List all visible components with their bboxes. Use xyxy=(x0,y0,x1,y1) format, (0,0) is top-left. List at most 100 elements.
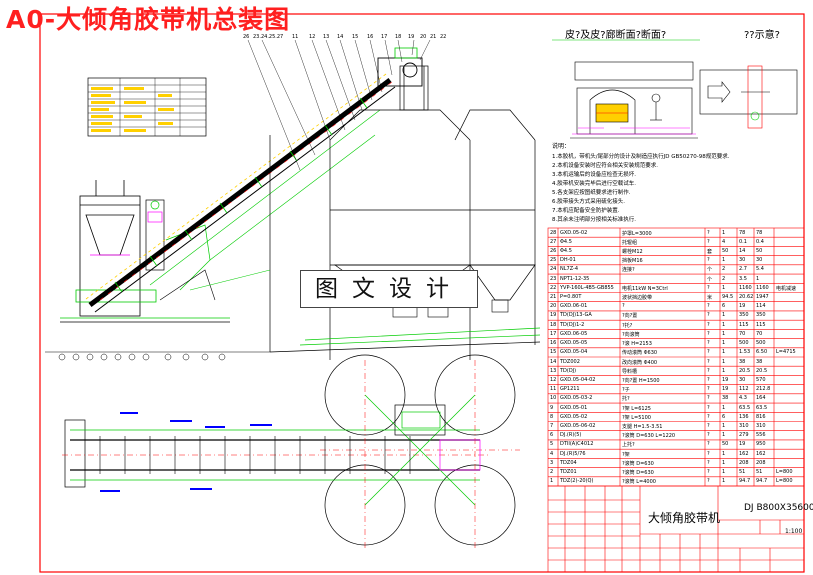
parts-cell-unit: ? xyxy=(707,358,710,365)
ground-area xyxy=(45,269,270,353)
parts-cell-w1: 136 xyxy=(739,413,749,420)
parts-cell-w1: 20.5 xyxy=(739,367,751,374)
parts-cell-code: TDZ04 xyxy=(560,459,577,466)
parts-cell-no: 6 xyxy=(550,432,554,439)
parts-cell-code: TD(DJ) xyxy=(560,367,577,374)
plan-view-idlers xyxy=(99,436,411,474)
parts-cell-no: 16 xyxy=(550,340,557,347)
parts-cell-code: GXD.05-04-02 xyxy=(560,376,596,383)
parts-cell-w1: 19 xyxy=(739,303,746,310)
parts-cell-note: 电机减速 xyxy=(776,285,797,292)
leader-num-17: 17 xyxy=(381,34,387,40)
parts-cell-qty: 1 xyxy=(722,284,726,291)
parts-cell-w2: 1 xyxy=(756,275,760,282)
parts-cell-name: ? xyxy=(622,303,625,310)
parts-cell-unit: ? xyxy=(707,330,710,337)
parts-cell-w2: 212.8 xyxy=(756,386,771,393)
parts-cell-qty: 50 xyxy=(722,441,729,448)
parts-cell-qty: 1 xyxy=(722,459,726,466)
parts-cell-unit: ? xyxy=(707,229,710,236)
parts-cell-w1: 279 xyxy=(739,432,749,439)
parts-cell-no: 10 xyxy=(550,395,557,402)
parts-cell-w2: 310 xyxy=(756,423,766,429)
parts-cell-code: GXD.05-01 xyxy=(560,404,588,411)
inclined-conveyor xyxy=(85,47,423,313)
parts-cell-no: 7 xyxy=(550,423,554,429)
parts-cell-w1: 38 xyxy=(739,358,746,365)
watermark-stamp: 图文设计 xyxy=(300,270,478,308)
parts-cell-no: 28 xyxy=(550,229,557,236)
notes-heading: 说明： xyxy=(552,143,571,150)
leader-lines xyxy=(247,39,431,171)
parts-cell-code: GXD.05-02 xyxy=(560,413,588,420)
parts-cell-w2: 6.50 xyxy=(756,349,768,356)
parts-cell-no: 15 xyxy=(550,349,557,356)
section-view-heading: 皮?及皮?廊断面?断面? xyxy=(565,30,667,41)
parts-cell-w1: 500 xyxy=(739,340,749,347)
parts-cell-qty: 6 xyxy=(722,303,726,310)
parts-cell-unit: ? xyxy=(707,284,710,291)
parts-cell-w2: 50 xyxy=(756,247,763,254)
parts-cell-code: NPT1-12-35 xyxy=(560,275,590,282)
parts-cell-no: 26 xyxy=(550,247,557,254)
parts-cell-qty: 1 xyxy=(722,367,726,374)
parts-cell-name: ?向?置 H=1500 xyxy=(622,377,660,384)
title-block-code: DJ B800X35600 xyxy=(744,503,813,513)
parts-cell-name: ?架 L=6125 xyxy=(622,405,651,412)
note-item: 8.其余未注明部分按相关标准执行. xyxy=(552,217,636,223)
parts-cell-code: Φ4.5 xyxy=(560,238,572,245)
parts-cell-w1: 94.7 xyxy=(739,478,751,485)
parts-cell-name: ?滚筒 D=630 xyxy=(622,470,654,477)
title-block-name: 大倾角胶带机 xyxy=(648,511,721,525)
parts-cell-name: 支腿 H=1.5-3.51 xyxy=(622,424,663,430)
parts-cell-code: GXD.05-04 xyxy=(560,349,588,356)
parts-cell-w1: 2.7 xyxy=(739,266,747,273)
leader-num-20: 20 xyxy=(420,34,426,40)
parts-cell-qty: 1 xyxy=(722,478,726,485)
parts-cell-w1: 19 xyxy=(739,441,746,448)
parts-cell-name: ?向?置 xyxy=(622,313,638,320)
parts-cell-w1: 63.5 xyxy=(739,404,751,411)
parts-cell-w2: 500 xyxy=(756,340,766,347)
parts-cell-name: ?滚筒 L=4000 xyxy=(622,479,656,486)
plan-view xyxy=(62,354,520,550)
parts-cell-note: L=800 xyxy=(776,478,793,485)
parts-cell-qty: 1 xyxy=(722,321,726,328)
title-block-scale: 1:100 xyxy=(785,528,803,535)
leader-num-13: 13 xyxy=(323,34,329,40)
parts-cell-qty: 2 xyxy=(722,266,726,273)
parts-cell-code: DTII(A)C4012 xyxy=(560,441,594,448)
leader-num-23: 23.24.25.27 xyxy=(253,34,283,40)
parts-cell-qty: 94.5 xyxy=(722,294,734,300)
parts-cell-w2: 51 xyxy=(756,469,763,476)
parts-cell-w1: 70 xyxy=(739,330,746,337)
parts-cell-w1: 20.62 xyxy=(739,294,754,300)
parts-cell-name: ?托? xyxy=(622,322,633,329)
roller-view-heading: ??示意? xyxy=(744,30,780,41)
leader-num-15: 15 xyxy=(352,34,358,40)
parts-cell-name: 托辊组 xyxy=(622,239,638,246)
leader-num-12: 12 xyxy=(309,34,315,40)
parts-cell-unit: ? xyxy=(707,340,710,347)
note-item: 3.本机运输后的设备应检查无损坏. xyxy=(552,172,636,178)
parts-cell-no: 11 xyxy=(550,386,557,393)
plan-view-annotations xyxy=(100,412,272,492)
parts-cell-w2: 1160 xyxy=(756,284,769,291)
parts-cell-w1: 115 xyxy=(739,321,749,328)
parts-cell-code: GXD.05-06-02 xyxy=(560,423,596,429)
leader-num-11: 11 xyxy=(292,34,298,40)
note-item: 6.胶带接头方式采用硫化接头. xyxy=(552,199,625,205)
parts-cell-no: 4 xyxy=(550,450,554,457)
parts-cell-name: ?架 L=5100 xyxy=(622,414,651,421)
parts-cell-code: P=0.80T xyxy=(560,294,582,300)
parts-cell-qty: 6 xyxy=(722,413,726,420)
parts-cell-name: 传动滚筒 Φ630 xyxy=(622,350,658,357)
parts-cell-w2: 350 xyxy=(756,312,766,319)
parts-cell-w2: 70 xyxy=(756,330,763,337)
parts-cell-unit: ? xyxy=(707,367,710,374)
parts-cell-name: 连接? xyxy=(622,267,635,274)
leader-num-22: 22 xyxy=(440,34,446,40)
parts-cell-qty: 19 xyxy=(722,386,729,393)
parts-cell-unit: ? xyxy=(707,478,710,485)
parts-cell-w2: 162 xyxy=(756,450,766,457)
